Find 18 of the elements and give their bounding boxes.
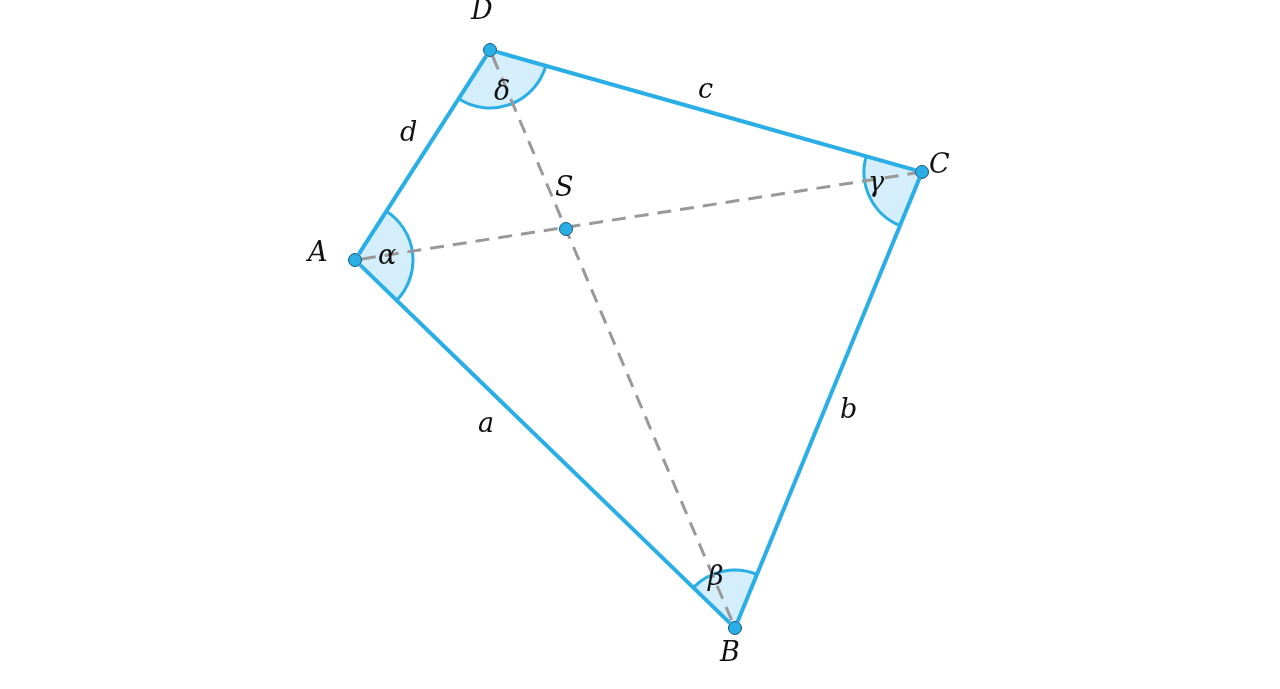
vertex-label: D [471,0,493,25]
vertex-label: B [720,637,740,667]
edge-label: b [840,394,858,424]
edge-label: a [478,408,495,438]
edge-label: c [698,74,714,104]
edge-label: d [400,117,418,147]
diagonal-line [491,55,734,623]
vertex-label: C [929,149,950,179]
angle-label: α [378,240,397,270]
angle-label: γ [868,167,885,197]
side-line [357,54,488,256]
side-line [496,49,916,173]
side-line [735,177,922,623]
angle-label: δ [494,76,511,106]
vertex-label: S [555,172,574,202]
side-line [358,263,732,625]
diagonal-line [361,171,916,261]
vertex-label: A [308,237,328,267]
